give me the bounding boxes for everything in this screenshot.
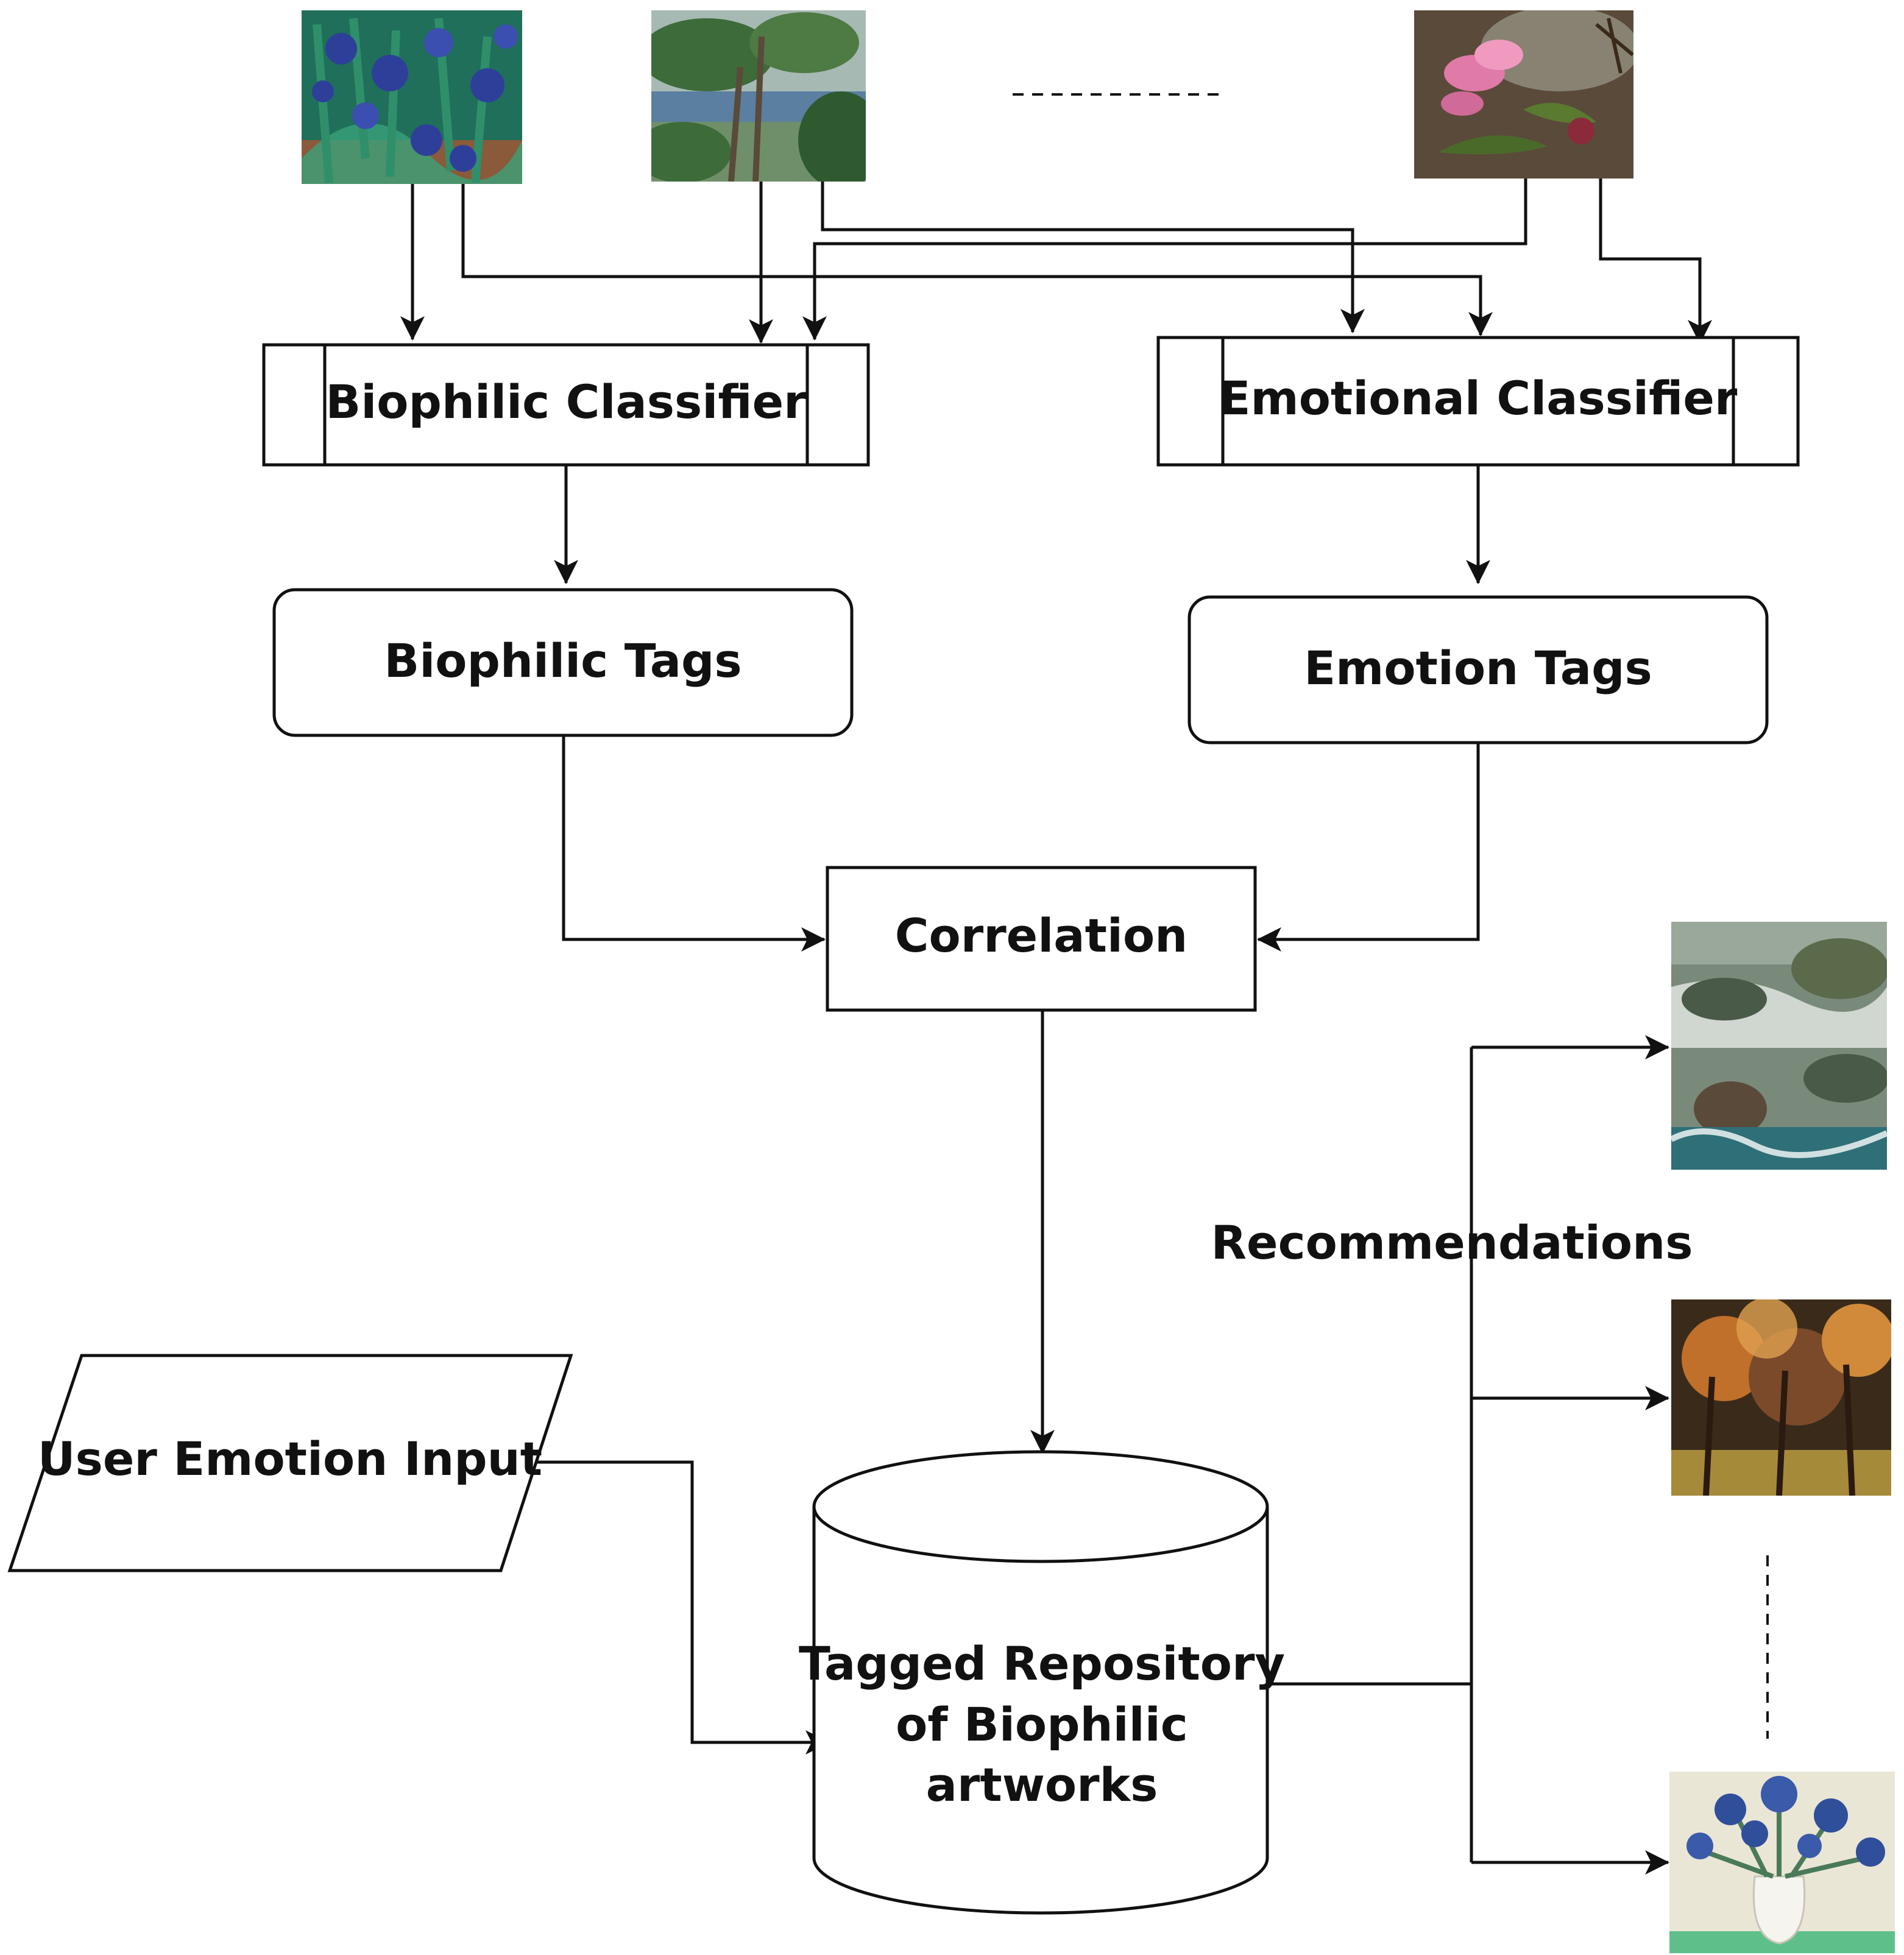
correlation-box: Correlation: [826, 866, 1257, 1012]
emotion-tags-box: Emotion Tags: [1187, 595, 1769, 744]
input-to-classifier-arrows: [400, 179, 1712, 344]
input-artwork-pine-landscape: [651, 10, 866, 182]
repository-label-line-2: of Biophilic: [896, 1697, 1188, 1752]
arrow-emotion-tags-to-correlation: [1257, 743, 1480, 952]
emotional-classifier-label: Emotional Classifier: [1219, 371, 1738, 425]
input-artwork-iris-field: [302, 10, 522, 184]
biophilic-tags-label: Biophilic Tags: [384, 634, 741, 688]
recommended-artwork-autumn-trees: [1671, 1299, 1891, 1496]
arrow-biophilic-tags-to-correlation: [562, 735, 826, 952]
biophilic-classifier-label: Biophilic Classifier: [325, 375, 807, 429]
correlation-label: Correlation: [895, 908, 1188, 963]
biophilic-tags-box: Biophilic Tags: [272, 588, 854, 737]
biophilic-classifier-box: Biophilic Classifier: [262, 343, 870, 467]
repository-label-line-1: Tagged Repository: [799, 1636, 1285, 1691]
tagged-repository-cylinder: Tagged Repository of Biophilic artworks: [799, 1450, 1285, 1915]
user-emotion-input-shape: User Emotion Input: [7, 1354, 573, 1572]
recommendation-arrows: [1267, 1035, 1669, 1875]
arrow-user-input-to-repository: [536, 1460, 830, 1755]
emotional-classifier-box: Emotional Classifier: [1156, 336, 1800, 467]
input-artwork-orchid-hummingbird: [1414, 10, 1633, 179]
recommended-artwork-irises-vase: [1669, 1772, 1895, 1953]
recommended-artwork-river-rapids: [1671, 922, 1887, 1170]
user-emotion-input-label: User Emotion Input: [38, 1432, 542, 1486]
emotion-tags-label: Emotion Tags: [1304, 641, 1652, 695]
repository-label-line-3: artworks: [926, 1758, 1158, 1812]
recommendations-label: Recommendations: [1211, 1215, 1693, 1270]
